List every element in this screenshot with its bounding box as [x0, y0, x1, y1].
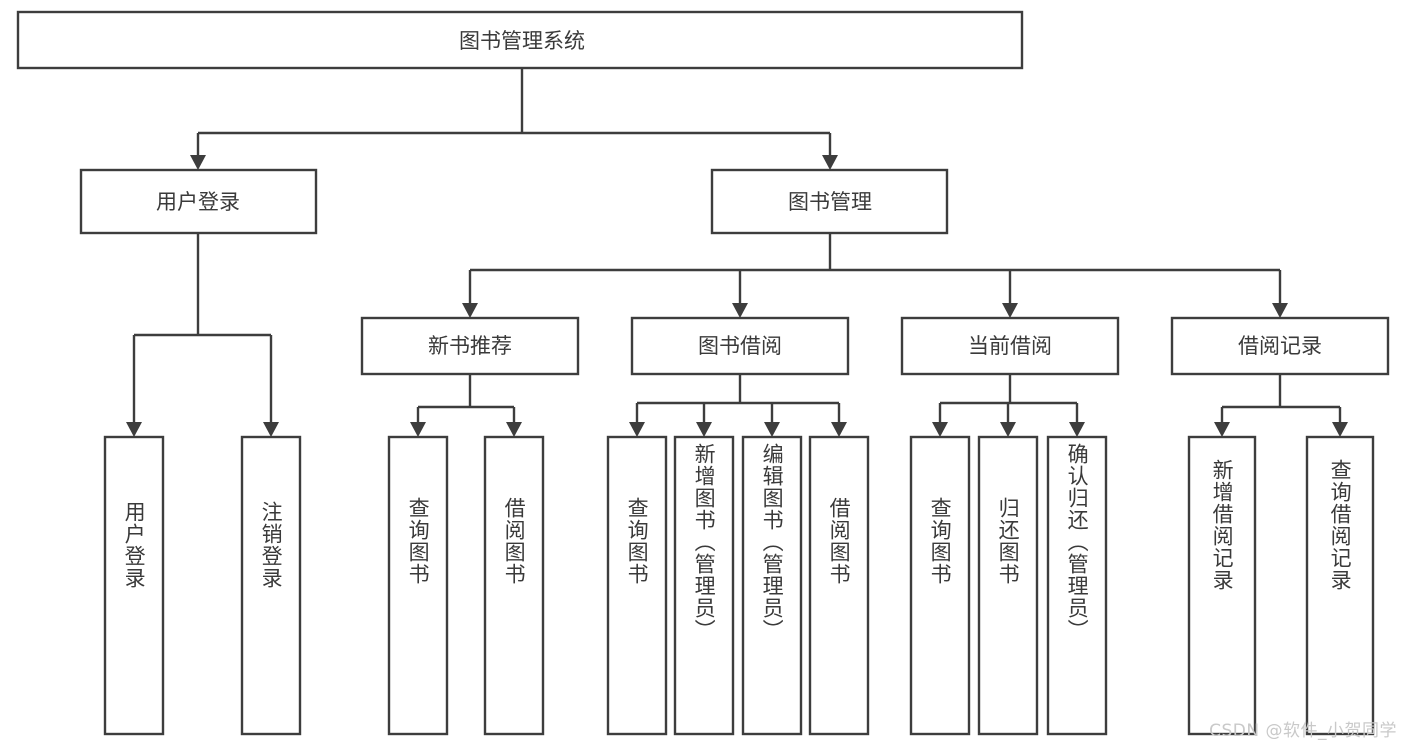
arrow-new-book-leaf-1: [410, 422, 426, 437]
connector-group-root: [190, 68, 838, 170]
node-book-borrow[interactable]: [630, 316, 850, 376]
arrow-book-mgmt-to-record: [1272, 303, 1288, 318]
node-current-borrow[interactable]: [900, 316, 1120, 376]
node-book-borrow-label: 图书借阅: [698, 334, 782, 358]
node-new-book-recommend-label: 新书推荐: [428, 334, 512, 358]
leaf-box-user-login-2[interactable]: [240, 435, 302, 736]
arrow-borrow-record-leaf-1: [1214, 422, 1230, 437]
arrow-user-login-leaf-2: [263, 422, 279, 437]
arrow-root-to-book-mgmt: [822, 155, 838, 170]
arrow-current-borrow-leaf-3: [1069, 422, 1085, 437]
arrow-borrow-record-leaf-2: [1332, 422, 1348, 437]
node-new-book-recommend[interactable]: [360, 316, 580, 376]
connector-group-book-borrow: [629, 374, 847, 437]
leaf-box-book-borrow-1[interactable]: [606, 435, 668, 736]
arrow-book-mgmt-to-new-book: [462, 303, 478, 318]
leaf-box-current-borrow-3[interactable]: [1046, 435, 1108, 736]
leaf-box-new-book-1[interactable]: [387, 435, 449, 736]
leaf-box-book-borrow-3[interactable]: [741, 435, 803, 736]
connector-group-book-mgmt: [462, 233, 1288, 318]
node-borrow-record[interactable]: [1170, 316, 1390, 376]
leaf-box-new-book-2[interactable]: [483, 435, 545, 736]
leaf-box-book-borrow-4[interactable]: [808, 435, 870, 736]
node-user-login-label: 用户登录: [156, 190, 240, 214]
node-root-book-management-system[interactable]: [16, 10, 1024, 70]
leaf-box-current-borrow-2[interactable]: [977, 435, 1039, 736]
node-root-label: 图书管理系统: [459, 29, 585, 53]
connector-group-borrow-record: [1214, 374, 1348, 437]
leaf-box-book-borrow-2[interactable]: [673, 435, 735, 736]
leaf-box-borrow-record-2[interactable]: [1305, 435, 1375, 736]
node-book-management[interactable]: [710, 168, 949, 235]
arrow-book-mgmt-to-borrow: [732, 303, 748, 318]
arrow-book-borrow-leaf-2: [696, 422, 712, 437]
arrow-root-to-user-login: [190, 155, 206, 170]
arrow-book-borrow-leaf-1: [629, 422, 645, 437]
node-book-management-label: 图书管理: [788, 190, 872, 214]
node-current-borrow-label: 当前借阅: [968, 334, 1052, 358]
arrow-user-login-leaf-1: [126, 422, 142, 437]
connector-group-current-borrow: [932, 374, 1085, 437]
leaf-box-current-borrow-1[interactable]: [909, 435, 971, 736]
arrow-new-book-leaf-2: [506, 422, 522, 437]
arrow-book-mgmt-to-current: [1002, 303, 1018, 318]
leaf-box-user-login-1[interactable]: [103, 435, 165, 736]
leaf-box-borrow-record-1[interactable]: [1187, 435, 1257, 736]
node-user-login[interactable]: [79, 168, 318, 235]
arrow-book-borrow-leaf-4: [831, 422, 847, 437]
arrow-current-borrow-leaf-2: [1000, 422, 1016, 437]
node-borrow-record-label: 借阅记录: [1238, 334, 1322, 358]
arrow-book-borrow-leaf-3: [764, 422, 780, 437]
csdn-watermark: CSDN @软件_小贺同学: [1209, 721, 1397, 741]
connector-group-user-login: [126, 233, 279, 437]
arrow-current-borrow-leaf-1: [932, 422, 948, 437]
connector-group-new-book-recommend: [410, 374, 522, 437]
